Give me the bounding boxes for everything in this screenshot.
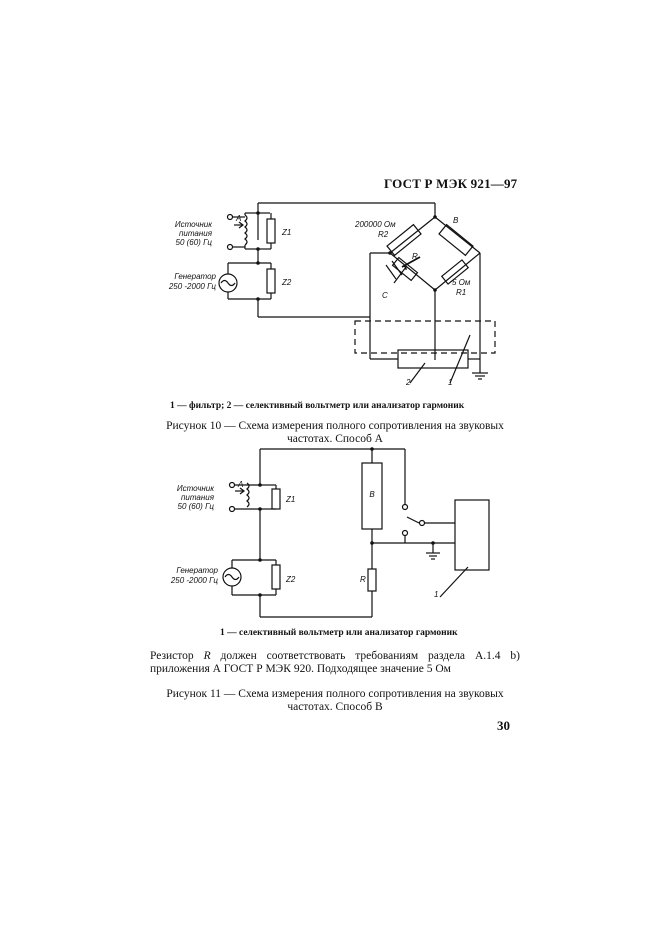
filter-dashed-box xyxy=(354,320,496,354)
source-terminal-bottom xyxy=(226,243,234,251)
page-number: 30 xyxy=(497,718,510,733)
r1-resistor xyxy=(440,259,470,285)
source-transformer-coil xyxy=(246,482,250,508)
z2-impedance xyxy=(271,564,281,590)
figure-10-legend: 1 — фильтр; 2 — селективный вольтметр ил… xyxy=(170,401,465,411)
switch-contact-top xyxy=(401,503,409,511)
figure-11-caption: Рисунок 11 — Схема измерения полного соп… xyxy=(166,688,504,713)
resistor-note: Резистор R должен соответствовать требов… xyxy=(150,650,520,676)
c-label: C xyxy=(382,291,388,300)
source-terminal-top xyxy=(228,481,236,489)
source-label-3: 50 (60) Гц xyxy=(178,502,215,511)
source-label-3: 50 (60) Гц xyxy=(176,238,213,247)
r2-resistor xyxy=(386,223,422,257)
mark-1-label: 1 xyxy=(448,378,452,387)
r1-value-label: 5 Ом xyxy=(452,278,471,287)
note-text-2: должен соответствовать требованиям разде… xyxy=(150,650,520,675)
switch-common xyxy=(418,519,426,527)
z2-impedance xyxy=(266,268,276,294)
z1-impedance xyxy=(271,488,281,510)
r-resistor xyxy=(367,568,377,592)
figure-11-legend: 1 — селективный вольтметр или анализатор… xyxy=(220,628,458,638)
generator-label-2: 250 -2000 Гц xyxy=(168,282,217,291)
mark-1-label: 1 xyxy=(434,590,438,599)
z1-impedance xyxy=(266,218,276,244)
r2-name-label: R2 xyxy=(378,230,389,239)
note-r-symbol: R xyxy=(203,650,211,662)
b-label: B xyxy=(369,490,375,499)
bridge-arm-r2 xyxy=(389,216,436,254)
z1-label: Z1 xyxy=(281,228,291,237)
r2-value-label: 200000 Ом xyxy=(354,220,396,229)
source-label-1: Источник xyxy=(177,484,215,493)
b-impedance xyxy=(438,223,474,257)
source-terminal-bottom xyxy=(228,505,236,513)
tap-label: A xyxy=(237,480,243,489)
source-label-2: питания xyxy=(179,229,213,238)
b-label: B xyxy=(453,216,459,225)
source-label-1: Источник xyxy=(175,220,213,229)
voltmeter-box xyxy=(454,499,490,571)
source-transformer-coil xyxy=(244,214,248,246)
figure-11-schematic: Источник питания 50 (60) Гц A Генератор … xyxy=(170,447,490,618)
generator-label-1: Генератор xyxy=(176,566,218,575)
tap-label: A xyxy=(235,214,241,223)
z2-label: Z2 xyxy=(281,278,292,287)
figure-10-caption: Рисунок 10 — Схема измерения полного соп… xyxy=(166,420,504,445)
generator-label-1: Генератор xyxy=(174,272,216,281)
r-label: R xyxy=(360,575,366,584)
document-header: ГОСТ Р МЭК 921—97 xyxy=(384,176,518,191)
c-capacitor xyxy=(385,260,403,280)
z1-label: Z1 xyxy=(285,495,295,504)
r-label: R xyxy=(412,252,418,261)
source-terminal-top xyxy=(226,213,234,221)
source-label-2: питания xyxy=(181,493,215,502)
note-text-1: Резистор xyxy=(150,650,204,662)
figure-10-schematic: Источник питания 50 (60) Гц A Генератор … xyxy=(168,202,496,387)
switch-contact-bottom xyxy=(401,529,409,537)
generator-label-2: 250 -2000 Гц xyxy=(170,576,219,585)
z2-label: Z2 xyxy=(285,575,296,584)
r1-name-label: R1 xyxy=(456,288,466,297)
mark-2-label: 2 xyxy=(405,378,411,387)
